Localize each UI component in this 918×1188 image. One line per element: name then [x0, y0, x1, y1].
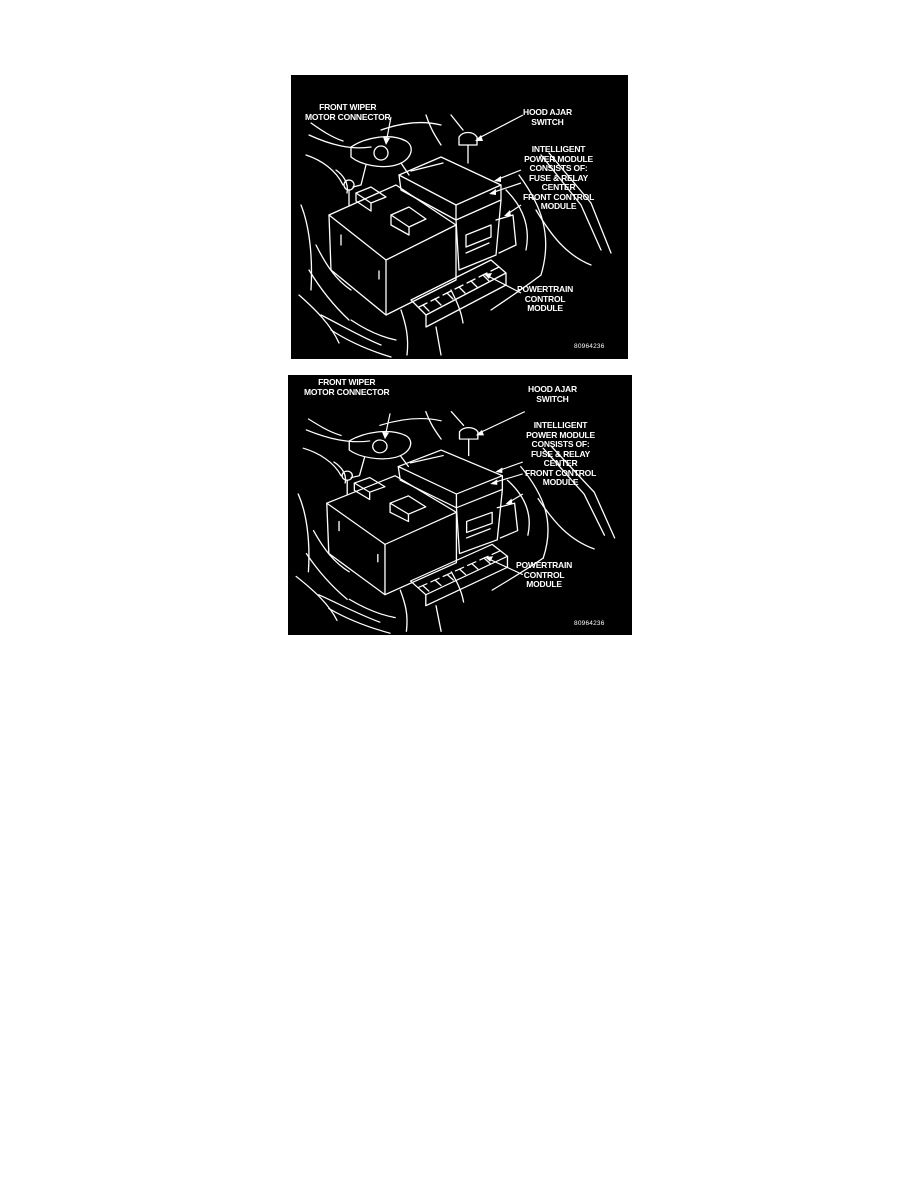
label-line: MODULE: [542, 477, 579, 487]
label-line: CONTROL: [523, 569, 565, 580]
label-powertrain-control-module: POWERTRAIN CONTROL MODULE: [516, 560, 573, 590]
label-line: MODULE: [540, 201, 577, 211]
figure-id: 80964236: [574, 343, 605, 350]
label-line: FRONT WIPER: [319, 102, 377, 112]
label-line: INTELLIGENT: [531, 144, 586, 154]
label-hood-ajar-switch: HOOD AJAR SWITCH: [528, 384, 577, 404]
label-line: CONSISTS OF:: [529, 163, 588, 173]
label-line: MOTOR CONNECTOR: [305, 111, 391, 122]
label-line: CENTER: [543, 458, 578, 468]
label-line: MODULE: [526, 579, 562, 589]
label-front-wiper-motor-connector: FRONT WIPER MOTOR CONNECTOR: [305, 102, 391, 122]
label-line: MOTOR CONNECTOR: [304, 386, 390, 397]
label-powertrain-control-module: POWERTRAIN CONTROL MODULE: [517, 284, 574, 314]
label-line: HOOD AJAR: [528, 384, 577, 394]
label-line: FUSE & RELAY: [528, 172, 589, 183]
label-line: CONTROL: [524, 293, 566, 304]
label-line: HOOD AJAR: [523, 107, 572, 117]
label-intelligent-power-module: INTELLIGENT POWER MODULE CONSISTS OF: FU…: [525, 420, 597, 488]
engine-compartment-illustration: FRONT WIPER MOTOR CONNECTOR HOOD AJAR SW…: [288, 375, 632, 635]
label-line: CENTER: [541, 182, 576, 192]
label-line: CONSISTS OF:: [531, 439, 590, 449]
engine-bay-line-art: [298, 114, 612, 358]
label-front-wiper-motor-connector: FRONT WIPER MOTOR CONNECTOR: [304, 377, 390, 397]
label-line: MODULE: [527, 303, 563, 313]
label-line: SWITCH: [531, 116, 564, 127]
label-hood-ajar-switch: HOOD AJAR SWITCH: [523, 107, 572, 127]
engine-compartment-illustration: FRONT WIPER MOTOR CONNECTOR HOOD AJAR SW…: [291, 75, 628, 359]
label-line: POWERTRAIN: [516, 560, 573, 570]
label-intelligent-power-module: INTELLIGENT POWER MODULE CONSISTS OF: FU…: [523, 144, 595, 212]
label-line: INTELLIGENT: [533, 420, 588, 430]
label-line: FRONT CONTROL: [525, 467, 597, 478]
label-line: FRONT WIPER: [318, 377, 376, 387]
label-line: FUSE & RELAY: [530, 448, 591, 459]
engine-bay-line-art: [295, 411, 616, 634]
label-line: POWERTRAIN: [517, 284, 574, 294]
label-line: SWITCH: [536, 393, 569, 404]
figure-id: 80964236: [574, 620, 605, 627]
label-line: FRONT CONTROL: [523, 191, 595, 202]
label-line: POWER MODULE: [524, 153, 593, 164]
label-line: POWER MODULE: [526, 429, 595, 440]
